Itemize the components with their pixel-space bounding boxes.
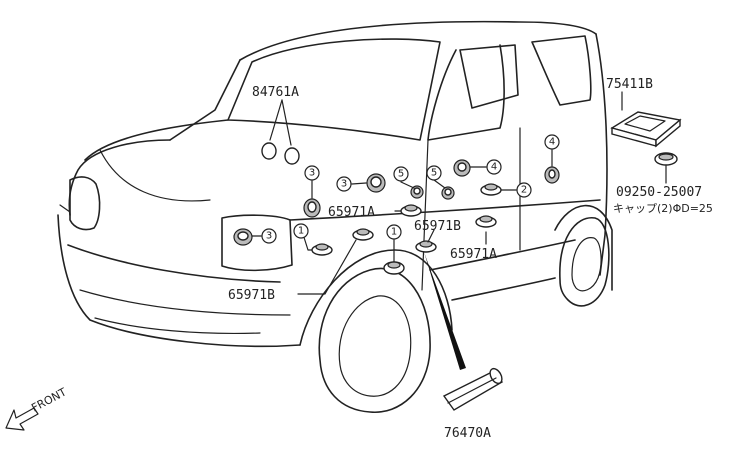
callout-3-headlight: 3: [261, 228, 277, 244]
callout-1-fender: 1: [386, 224, 402, 240]
label-65971B-left: 65971B: [228, 288, 275, 303]
plug-front-door-5a: [410, 185, 424, 199]
plug-65971B-right: [415, 240, 437, 253]
label-09250-25007: 09250-25007: [616, 185, 702, 200]
callout-3-door: 3: [336, 176, 352, 192]
callout-3-upper: 3: [304, 165, 320, 181]
label-65971A-rear: 65971A: [450, 247, 497, 262]
front-arrow-icon: [5, 407, 39, 431]
callout-4-quarter: 4: [544, 134, 560, 150]
part-09250-cap: [654, 152, 678, 166]
plug-front-door-3: [366, 173, 386, 193]
callout-number: 5: [398, 169, 404, 180]
pointer-76470A: [424, 252, 466, 370]
label-84761A: 84761A: [252, 85, 299, 100]
callout-number: 3: [309, 168, 315, 179]
plug-84761A-left: [261, 142, 277, 160]
label-front: FRONT: [29, 385, 69, 414]
callout-5b: 5: [426, 165, 442, 181]
plug-84761A-right: [284, 147, 300, 165]
label-65971A-mid: 65971A: [328, 205, 375, 220]
plug-fender: [383, 261, 405, 275]
plug-upper-front: [303, 198, 321, 218]
label-75411B: 75411B: [606, 77, 653, 92]
plug-rear-door-4: [453, 159, 471, 177]
callout-number: 4: [549, 137, 555, 148]
label-76470A: 76470A: [444, 426, 491, 441]
plug-65971B-left: [352, 228, 374, 241]
plug-bumper-1: [311, 243, 333, 256]
callout-number: 3: [266, 231, 272, 242]
part-75411B: [610, 111, 682, 148]
callout-5a: 5: [393, 166, 409, 182]
callout-number: 1: [391, 227, 397, 238]
callout-1-bumper: 1: [293, 223, 309, 239]
plug-headlight: [233, 228, 253, 246]
part-76470A: [442, 367, 504, 411]
callout-number: 5: [431, 168, 437, 179]
label-65971B-right: 65971B: [414, 219, 461, 234]
vehicle-outline: [57, 20, 613, 413]
label-cap-note: キャップ(2)ΦD=25: [613, 202, 713, 215]
leader-lines: [251, 91, 667, 295]
plug-65971A-mid: [400, 204, 422, 217]
plug-rear-quarter-4: [544, 166, 560, 184]
callout-2: 2: [516, 182, 532, 198]
callout-number: 1: [298, 226, 304, 237]
callout-number: 3: [341, 179, 347, 190]
plug-65971A-rear: [475, 215, 497, 228]
callout-number: 2: [521, 185, 527, 196]
plug-front-door-5b: [441, 186, 455, 200]
plug-rear-2: [480, 183, 502, 196]
callout-4-rear-door: 4: [486, 159, 502, 175]
callout-number: 4: [491, 162, 497, 173]
